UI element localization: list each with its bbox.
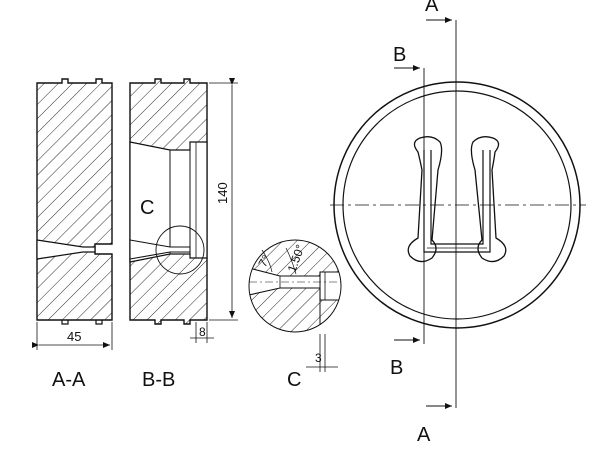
section-aa-bottom-notches [61,320,103,325]
section-aa-channel [36,239,96,260]
cutting-plane-a: A A [417,0,457,446]
u-channel-outer [423,150,491,253]
section-bb-view: C 140 8 B-B [129,78,238,391]
left-lobe [407,136,443,263]
angle-150-arc [285,247,297,275]
detail-c-frame [248,239,342,333]
detail-c-marker-circle [155,225,205,275]
detail-c-marker-label: C [287,369,301,391]
dim-140-text: 140 [215,182,230,204]
cut-a-top-label: A [425,0,439,16]
right-lobe [470,136,507,263]
cutting-plane-b: B B [390,44,425,379]
dim-8-text: 8 [199,325,206,339]
cut-b-bottom-label: B [390,357,403,379]
dim-45-text: 45 [67,329,81,344]
section-aa-hatched-body [36,78,113,321]
detail-c-label: C [140,197,154,219]
cut-b-top-label: B [393,44,406,66]
section-bb-label: B-B [142,369,175,391]
detail-c-view: 7° 1.50° 3 C [248,239,342,391]
section-aa-label: A-A [52,369,86,391]
dim-3-text: 3 [315,351,322,365]
section-aa-view: 45 A-A [32,78,113,391]
u-channel-inner [430,150,484,245]
cut-a-bottom-label: A [417,424,431,446]
front-view [330,81,586,329]
section-bb-channel [129,239,191,260]
angle-7-arc [261,249,273,273]
